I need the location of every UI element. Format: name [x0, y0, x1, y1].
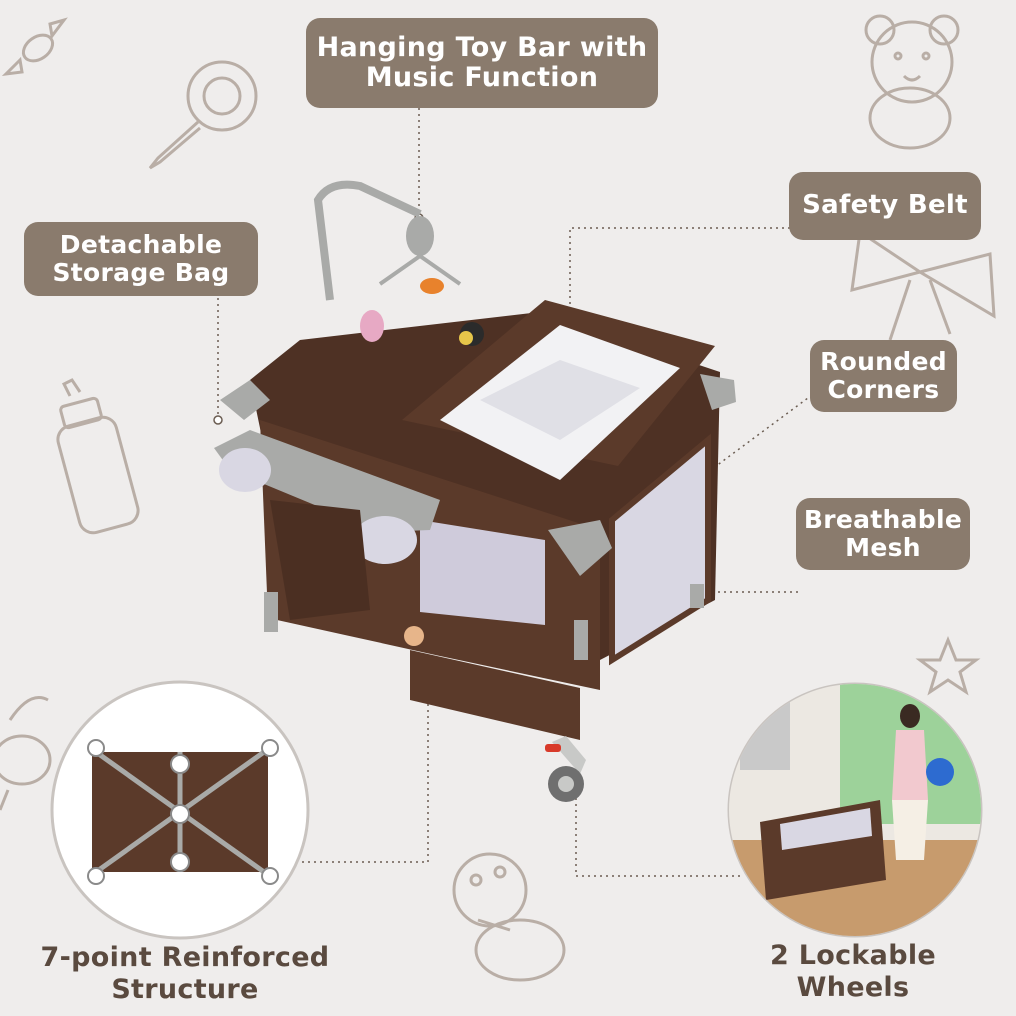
wheels-caption-line1: 2 Lockable: [769, 940, 936, 971]
wheels-inset: [727, 682, 983, 938]
starfish-sketch-icon: [915, 635, 981, 696]
rounded-corners-label: Rounded Corners: [810, 340, 957, 412]
ring-rattle-sketch-icon: [452, 852, 566, 982]
breathable-mesh-label-line1: Breathable: [803, 505, 963, 534]
crib-illustration: [214, 180, 736, 802]
breathable-mesh-label-line2: Mesh: [845, 533, 921, 562]
storage-bag-label-line1: Detachable: [59, 230, 223, 259]
rattle-sketch-icon: [148, 60, 258, 170]
baby-bottle-sketch-icon: [56, 378, 140, 535]
structure-inset: [50, 680, 310, 940]
wheels-caption-line2: Wheels: [796, 971, 910, 1003]
toy-bar-label: Hanging Toy Bar with Music Function: [306, 18, 658, 108]
toy-bar-label-line2: Music Function: [365, 62, 599, 93]
structure-caption: 7-point Reinforced Structure: [20, 942, 350, 1006]
bunny-rattle-sketch-icon: [0, 696, 52, 811]
structure-caption-line1: 7-point Reinforced: [40, 942, 330, 973]
safety-belt-label-line1: Safety Belt: [802, 190, 968, 221]
safety-belt-label: Safety Belt: [789, 172, 981, 240]
structure-caption-line2: Structure: [111, 973, 259, 1005]
bow-sketch-icon: [850, 229, 996, 341]
candy-sketch-icon: [1, 17, 68, 77]
toy-bar-label-line1: Hanging Toy Bar with: [316, 31, 648, 63]
rounded-corners-label-line2: Corners: [827, 375, 940, 404]
storage-bag-label-line2: Storage Bag: [52, 258, 230, 287]
teddy-bear-sketch-icon: [864, 14, 960, 150]
storage-bag-label: Detachable Storage Bag: [24, 222, 258, 296]
wheels-caption: 2 Lockable Wheels: [728, 940, 978, 1004]
breathable-mesh-label: Breathable Mesh: [796, 498, 970, 570]
rounded-corners-label-line1: Rounded: [820, 347, 947, 376]
